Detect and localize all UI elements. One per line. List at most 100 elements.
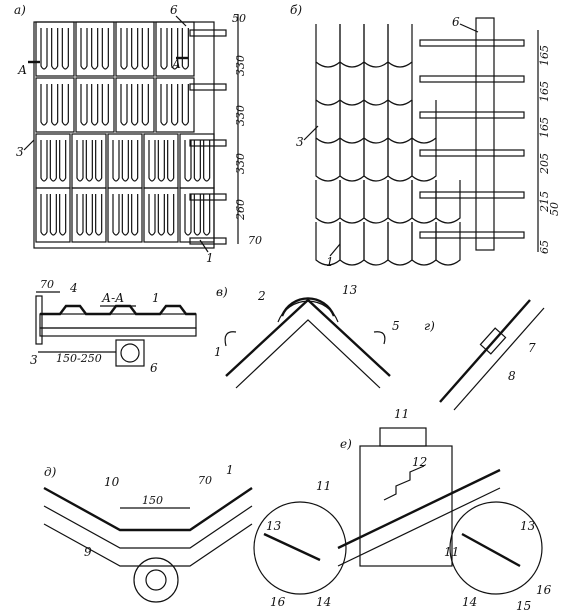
panel-v-label: в) [216, 285, 228, 299]
pantile [411, 222, 437, 266]
tile-groove [61, 84, 69, 126]
section-mark-left: А [17, 63, 27, 77]
pantile [363, 100, 389, 144]
pantile [435, 222, 461, 266]
batten [189, 83, 227, 91]
panel-b-label: б) [290, 3, 302, 17]
hip-cap [479, 327, 507, 355]
panel-a-battens [189, 29, 227, 245]
panel-g-label: г) [424, 319, 435, 333]
tile-groove [131, 194, 139, 236]
tile [155, 21, 195, 77]
tile-groove [184, 140, 192, 182]
dim-b-5: 50 [548, 202, 561, 216]
section-dim-overhang: 70 [40, 278, 54, 291]
tile-groove [101, 84, 109, 126]
tile-groove [91, 84, 99, 126]
dim-b-4: 215 [538, 191, 551, 213]
dim-a-0: 50 [232, 12, 246, 25]
leader-a-6 [175, 15, 187, 27]
tile-groove [181, 28, 189, 70]
tile-groove [131, 140, 139, 182]
chimney-body [359, 445, 453, 567]
tile-groove [112, 140, 120, 182]
callout-e-11-top: 11 [394, 407, 409, 421]
dim-b-3: 205 [538, 153, 551, 175]
batten [419, 75, 525, 83]
tile-groove [184, 194, 192, 236]
tile-groove [148, 194, 156, 236]
tile [35, 21, 75, 77]
callout-section-6: 6 [150, 361, 158, 375]
tile-groove [40, 140, 48, 182]
tile-groove [181, 84, 189, 126]
tile [115, 77, 155, 133]
valley-top-line [43, 486, 253, 532]
tile-groove [203, 140, 211, 182]
tile-groove [40, 28, 48, 70]
section-title: А-А [101, 291, 124, 305]
section-dim-span: 150-250 [56, 352, 102, 365]
section-mark-right: А [171, 57, 181, 71]
pantile [363, 180, 389, 224]
batten [419, 231, 525, 239]
panel-e: е) 11 12 11 13 16 14 11 13 14 15 16 [253, 407, 552, 613]
tile-groove [121, 140, 129, 182]
callout-v-5: 5 [392, 319, 400, 333]
tile-groove [40, 194, 48, 236]
callout-a-3: 3 [16, 145, 24, 159]
pantile [387, 62, 413, 106]
panel-b-tiles [315, 24, 461, 266]
hip-inner-line [453, 307, 545, 411]
ridge-cap-outer [277, 300, 339, 323]
dim-a-1: 330 [234, 55, 247, 76]
tile-groove [85, 194, 93, 236]
chimney-roof-line [337, 468, 501, 550]
pantile [339, 180, 365, 224]
tile-groove [80, 84, 88, 126]
pantile [435, 180, 461, 224]
tile-groove [131, 84, 139, 126]
tile [179, 187, 215, 243]
detail-left-line [263, 532, 321, 562]
tile [71, 187, 107, 243]
panel-d-label: д) [44, 465, 57, 479]
callout-section-3: 3 [30, 353, 38, 367]
panel-b: б) 165 165 165 205 215 50 65 6 3 1 [290, 3, 561, 269]
hip-roof-line [439, 299, 531, 403]
dim-a-4: 260 [234, 199, 247, 221]
callout-b-6: 6 [452, 15, 460, 29]
leader-b-3 [303, 125, 319, 141]
tile-groove [160, 28, 168, 70]
tile [75, 21, 115, 77]
callout-v-2: 2 [257, 289, 266, 303]
valley-log [133, 557, 179, 603]
callout-e-11-left: 11 [316, 479, 331, 493]
tile [35, 77, 75, 133]
leader-a-1 [199, 239, 209, 253]
pantile [339, 62, 365, 106]
batten [419, 39, 525, 47]
dim-a-5: 70 [248, 234, 262, 247]
panel-e-label: е) [340, 437, 352, 451]
batten [189, 29, 227, 37]
pantile [315, 62, 341, 106]
pantile [339, 100, 365, 144]
tile-groove [76, 194, 84, 236]
tile-groove [112, 194, 120, 236]
section-batten [39, 327, 197, 337]
panel-a-tiles [35, 21, 215, 243]
valley-log-core [145, 569, 167, 591]
tile-groove [167, 194, 175, 236]
chimney-top [379, 427, 427, 447]
callout-d-9: 9 [84, 545, 92, 559]
dim-b-1: 165 [538, 81, 551, 102]
callout-g-7: 7 [528, 341, 536, 355]
pantile [411, 180, 437, 224]
tile-groove [85, 140, 93, 182]
tile-groove [95, 140, 103, 182]
tile-groove [49, 140, 57, 182]
tile-groove [141, 28, 149, 70]
ridge-cap [280, 297, 336, 317]
tile-groove [101, 28, 109, 70]
